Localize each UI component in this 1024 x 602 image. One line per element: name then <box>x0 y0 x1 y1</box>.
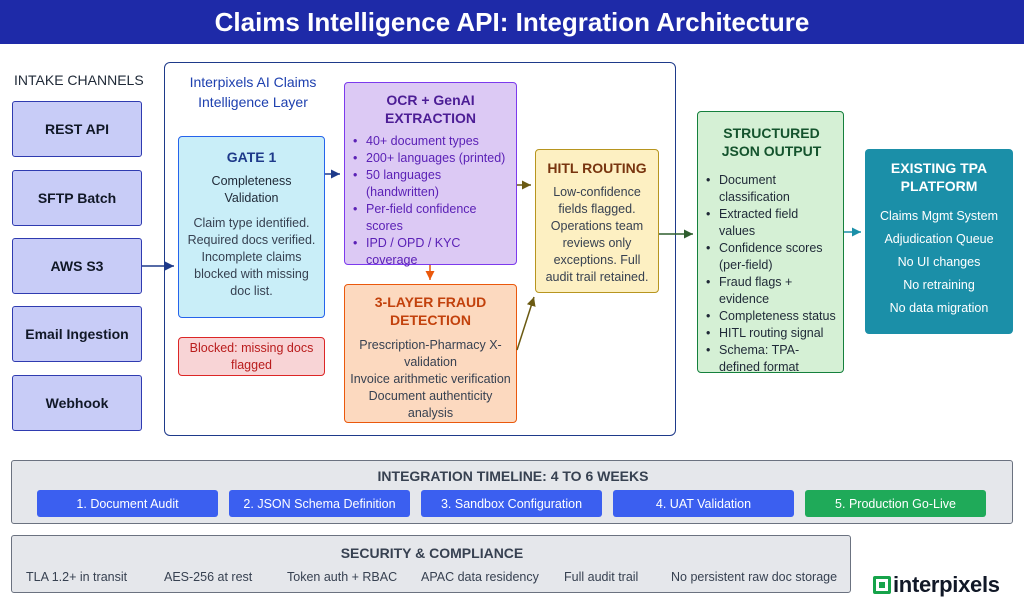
page-title: Claims Intelligence API: Integration Arc… <box>0 0 1024 44</box>
logo-text: interpixels <box>893 572 1000 597</box>
security-item: APAC data residency <box>421 570 539 584</box>
timeline-step-uat: 4. UAT Validation <box>613 490 794 517</box>
json-output-box: STRUCTURED JSON OUTPUT Document classifi… <box>697 111 844 376</box>
tpa-item: No data migration <box>889 301 989 315</box>
intake-webhook: Webhook <box>12 375 142 431</box>
tpa-platform-title: EXISTING TPA PLATFORM <box>890 160 988 194</box>
intake-email-ingestion: Email Ingestion <box>12 306 142 362</box>
timeline-step-json-schema: 2. JSON Schema Definition <box>229 490 410 517</box>
gate-1-box: GATE 1 Completeness Validation Claim typ… <box>178 136 325 318</box>
blocked-box: Blocked: missing docs flagged <box>178 337 325 376</box>
security-item: TLA 1.2+ in transit <box>26 570 128 584</box>
security-item: Full audit trail <box>564 570 639 584</box>
security-item: No persistent raw doc storage <box>671 570 838 584</box>
ocr-extraction-title: OCR + GenAI EXTRACTION <box>385 92 476 126</box>
logo-mark-icon <box>873 576 891 594</box>
security-item: AES-256 at rest <box>164 570 253 584</box>
integration-timeline: INTEGRATION TIMELINE: 4 TO 6 WEEKS 1. Do… <box>11 460 1013 524</box>
tpa-item: Claims Mgmt System <box>879 209 999 223</box>
ocr-item: 50 languages (handwritten) <box>353 167 508 201</box>
hitl-routing-description: Low-confidence fields flagged. Operation… <box>545 185 649 284</box>
json-output-item: HITL routing signal <box>706 325 837 342</box>
hitl-routing-box: HITL ROUTING Low-confidence fields flagg… <box>535 149 659 293</box>
gate-1-description: Claim type identified. Required docs ver… <box>187 216 316 298</box>
ocr-item: Per-field confidence scores <box>353 201 508 235</box>
json-output-item: Extracted field values <box>706 206 837 240</box>
ocr-item: 200+ languages (printed) <box>353 150 508 167</box>
timeline-title: INTEGRATION TIMELINE: 4 TO 6 WEEKS <box>377 468 649 484</box>
fraud-detection-title: 3-LAYER FRAUD DETECTION <box>374 294 487 328</box>
security-item: Token auth + RBAC <box>287 570 398 584</box>
timeline-step-go-live: 5. Production Go-Live <box>805 490 986 517</box>
security-compliance: SECURITY & COMPLIANCE TLA 1.2+ in transi… <box>11 535 851 593</box>
fraud-item: Prescription-Pharmacy X-validation <box>359 338 502 369</box>
json-output-item: Confidence scores (per-field) <box>706 240 837 274</box>
timeline-step-sandbox: 3. Sandbox Configuration <box>421 490 602 517</box>
json-output-item: Completeness status <box>706 308 837 325</box>
timeline-step-document-audit: 1. Document Audit <box>37 490 218 517</box>
intake-aws-s3: AWS S3 <box>12 238 142 294</box>
tpa-item: Adjudication Queue <box>884 232 994 246</box>
tpa-item: No retraining <box>903 278 975 292</box>
json-output-item: Document classification <box>706 172 837 206</box>
tpa-item: No UI changes <box>897 255 981 269</box>
security-title: SECURITY & COMPLIANCE <box>340 545 524 561</box>
intake-rest-api: REST API <box>12 101 142 157</box>
json-output-item: Fraud flags + evidence <box>706 274 837 308</box>
gate-1-subtitle: Completeness Validation <box>211 174 292 205</box>
tpa-platform-box: EXISTING TPA PLATFORM Claims Mgmt System… <box>865 149 1013 334</box>
fraud-item: Invoice arithmetic verification <box>350 372 511 386</box>
json-output-item: Schema: TPA-defined format <box>706 342 837 376</box>
hitl-routing-title: HITL ROUTING <box>547 160 647 176</box>
intake-channels-title: INTAKE CHANNELS <box>14 72 144 88</box>
fraud-detection-box: 3-LAYER FRAUD DETECTION Prescription-Pha… <box>344 284 517 423</box>
gate-1-title: GATE 1 <box>226 149 277 165</box>
ocr-item: 40+ document types <box>353 133 508 150</box>
interpixels-logo: interpixels <box>873 572 1000 598</box>
ai-layer-title: Interpixels AI Claims Intelligence Layer <box>189 74 317 110</box>
intake-sftp-batch: SFTP Batch <box>12 170 142 226</box>
ocr-item: IPD / OPD / KYC coverage <box>353 235 508 269</box>
json-output-title: STRUCTURED JSON OUTPUT <box>721 125 822 159</box>
fraud-item: Document authenticity analysis <box>368 389 493 420</box>
ocr-extraction-box: OCR + GenAI EXTRACTION 40+ document type… <box>344 82 517 267</box>
